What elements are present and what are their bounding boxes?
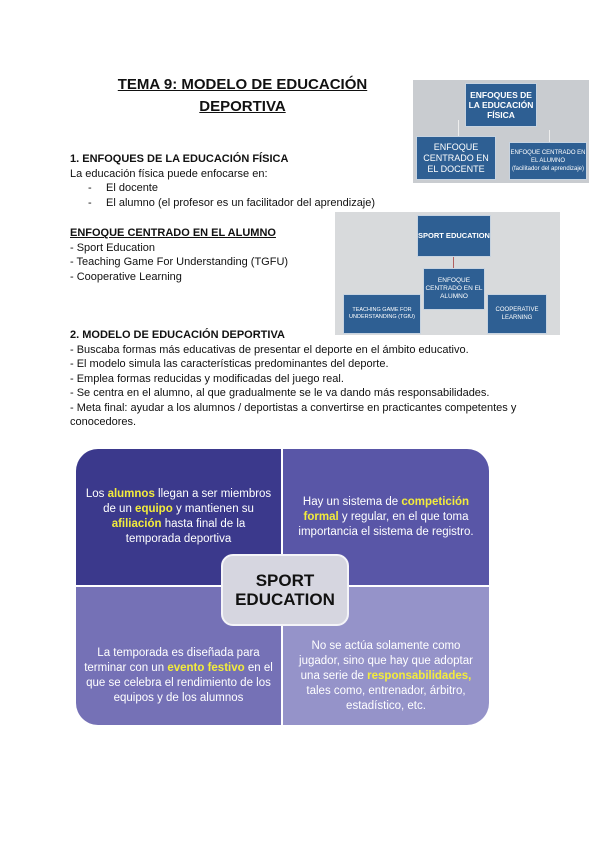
- highlighted-text: equipo: [135, 503, 173, 515]
- list-item: - Cooperative Learning: [70, 270, 182, 283]
- text-segment: tales como, entrenador, árbitro, estadís…: [306, 684, 466, 712]
- section-heading: ENFOQUE CENTRADO EN EL ALUMNO: [70, 227, 276, 239]
- center-label: SPORT EDUCATION: [221, 554, 349, 626]
- list-item: - El modelo simula las características p…: [70, 358, 389, 370]
- text-segment: Los: [85, 488, 108, 500]
- section-heading: 1. ENFOQUES DE LA EDUCACIÓN FÍSICA: [70, 153, 289, 165]
- text-segment: hasta final de la temporada deportiva: [125, 518, 246, 545]
- intro-text: La educación física puede enfocarse en:: [70, 167, 268, 180]
- text-segment: en el que se celebra el rendimiento de l…: [86, 662, 273, 704]
- highlighted-text: evento festivo: [167, 662, 245, 674]
- highlighted-text: responsabilidades,: [367, 669, 472, 682]
- right-box: COOPERATIVE LEARNING: [487, 294, 547, 334]
- center-box: ENFOQUE CENTRADO EN EL ALUMNO: [423, 268, 485, 310]
- quadrant-text: No se actúa solamente como jugador, sino…: [291, 639, 481, 714]
- quadrant-responsibilities: No se actúa solamente como jugador, sino…: [283, 587, 489, 725]
- list-item: - Sport Education: [70, 241, 155, 254]
- quadrant-text: Hay un sistema de competición formal y r…: [291, 495, 481, 540]
- left-box: ENFOQUE CENTRADO EN EL DOCENTE: [416, 136, 496, 180]
- list-item: - Emplea formas reducidas y modificadas …: [70, 372, 344, 385]
- alumno-diagram: SPORT EDUCATION ENFOQUE CENTRADO EN EL A…: [335, 212, 560, 335]
- list-item: - Buscaba formas más educativas de prese…: [70, 343, 469, 356]
- list-item: - Teaching Game For Understanding (TGFU): [70, 256, 289, 268]
- right-box: ENFOQUE CENTRADO EN EL ALUMNO (facilitad…: [509, 142, 587, 180]
- list-item: El alumno (el profesor es un facilitador…: [88, 196, 410, 211]
- enfoques-diagram: ENFOQUES DE LA EDUCACIÓN FÍSICA ENFOQUE …: [413, 80, 589, 183]
- highlighted-text: afiliación: [111, 518, 162, 530]
- box-label: ENFOQUE CENTRADO EN EL ALUMNO: [510, 150, 586, 164]
- page-title: TEMA 9: MODELO DE EDUCACIÓN DEPORTIVA: [117, 76, 368, 115]
- quadrant-text: La temporada es diseñada para terminar c…: [84, 646, 273, 706]
- list-item: - Meta final: ayudar a los alumnos / dep…: [70, 401, 517, 429]
- list-item: El docente: [88, 181, 410, 196]
- quadrant-competition: Hay un sistema de competición formal y r…: [283, 449, 489, 585]
- quadrant-text: Los alumnos llegan a ser miembros de un …: [84, 487, 273, 547]
- section-heading: 2. MODELO DE EDUCACIÓN DEPORTIVA: [70, 329, 285, 341]
- text-segment: Hay un sistema de: [302, 495, 402, 508]
- section-modelo: 2. MODELO DE EDUCACIÓN DEPORTIVA - Busca…: [70, 328, 540, 430]
- section-enfoques: 1. ENFOQUES DE LA EDUCACIÓN FÍSICA La ed…: [70, 152, 410, 210]
- left-box: TEACHING GAME FOR UNDERSTANDING (TGfU): [343, 294, 421, 334]
- list-item: - Se centra en el alumno, al que gradual…: [70, 387, 490, 399]
- text-segment: y mantienen su: [172, 503, 254, 515]
- highlighted-text: competición formal: [303, 495, 470, 523]
- highlighted-text: alumnos: [107, 488, 155, 500]
- box-sublabel: (facilitador del aprendizaje): [511, 166, 585, 172]
- section-alumno: ENFOQUE CENTRADO EN EL ALUMNO - Sport Ed…: [70, 226, 330, 284]
- top-box: SPORT EDUCATION: [417, 215, 491, 257]
- text-segment: llegan a ser miembros de un: [103, 488, 272, 515]
- text-segment: No se actúa solamente como jugador, sino…: [299, 639, 473, 682]
- root-box: ENFOQUES DE LA EDUCACIÓN FÍSICA: [465, 83, 537, 127]
- sport-education-graphic: Los alumnos llegan a ser miembros de un …: [76, 449, 489, 725]
- text-segment: y regular, en el que toma importancia el…: [298, 510, 474, 538]
- text-segment: La temporada es diseñada para terminar c…: [84, 647, 260, 674]
